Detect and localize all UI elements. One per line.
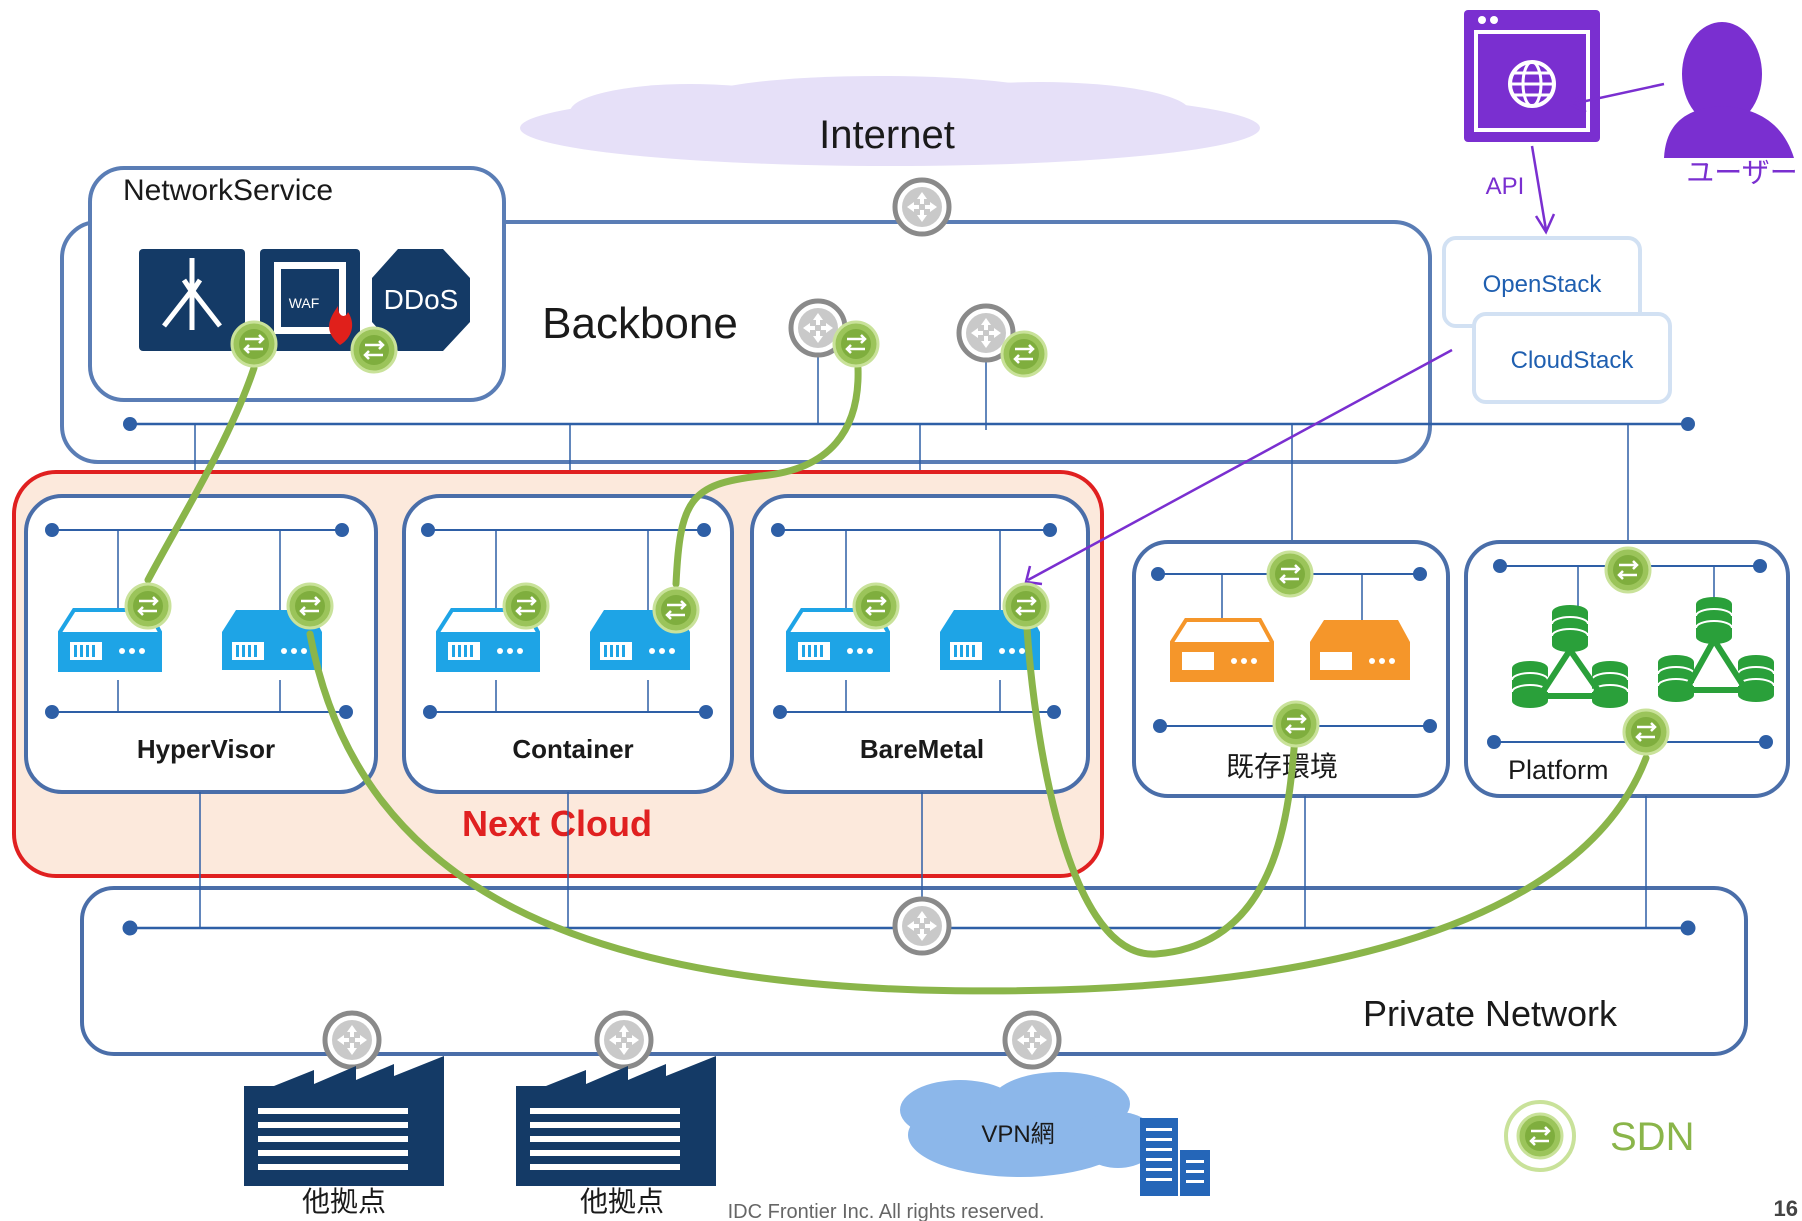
backbone-bus [123,338,1695,431]
sdn-connections [144,364,1650,995]
ddos-icon: DDoS [372,249,470,351]
office-building-icon [1140,1118,1210,1196]
legend: SDN [1504,1100,1694,1172]
site-a-label: 他拠点 [302,1186,386,1217]
sdn-icon [832,320,880,368]
backbone-label: Backbone [542,299,738,348]
private-router-icon [895,899,949,953]
site-router-icon [597,1013,651,1067]
load-balancer-icon [139,249,245,351]
existing-env-label: 既存環境 [1226,751,1338,782]
copyright: IDC Frontier Inc. All rights reserved. [728,1201,1045,1221]
sdn-icon [350,326,398,374]
zone-container-label: Container [512,734,633,764]
user-icon [1664,22,1794,158]
waf-icon: WAF [260,249,360,351]
cloudstack-box: CloudStack [1472,312,1672,404]
purple-arrows [1024,82,1665,586]
zone-hypervisor-label: HyperVisor [137,734,275,764]
sdn-icon [1604,546,1652,594]
vpn-cloud: VPN網 [900,1072,1158,1177]
site-b-label: 他拠点 [580,1186,664,1217]
cloudstack-label: CloudStack [1511,347,1635,374]
platform-label: Platform [1508,755,1609,785]
network-service-title: NetworkService [123,174,333,207]
site-router-icon [325,1013,379,1067]
ddos-label: DDoS [384,284,459,315]
page-number: 16 [1774,1196,1798,1221]
api-label: API [1486,173,1525,200]
sdn-icon [652,586,700,634]
private-network-box [80,886,1748,1056]
internet-cloud: Internet [520,76,1260,166]
sdn-icon [124,582,172,630]
sdn-legend-label: SDN [1610,1115,1694,1159]
private-network-label: Private Network [1363,993,1618,1034]
openstack-label: OpenStack [1483,271,1603,298]
sdn-icon [1272,700,1320,748]
sdn-icon [1622,708,1670,756]
internet-router-icon [895,180,949,234]
existing-server-icon [1170,618,1274,682]
sdn-icon [852,582,900,630]
internet-label: Internet [819,113,955,157]
sdn-icon [1000,330,1048,378]
zone-baremetal: BareMetal [750,494,1090,794]
zone-baremetal-label: BareMetal [860,734,984,764]
platform-database-icon [1657,596,1775,703]
site-building-icon [244,1056,444,1186]
platform-database-icon [1511,604,1629,709]
site-building-icon [516,1056,716,1186]
zone-drops [117,530,1001,712]
vpn-router-icon [1005,1013,1059,1067]
zone-hypervisor: HyperVisor [24,494,378,794]
sdn-icon [502,582,550,630]
zone-buses [45,523,1061,719]
sdn-icon [1002,582,1050,630]
vpn-label: VPN網 [981,1121,1054,1148]
sdn-icon [286,582,334,630]
svg-text:WAF: WAF [289,295,320,311]
user-label: ユーザー [1686,157,1797,188]
sdn-icon [230,320,278,368]
zone-container: Container [402,494,734,794]
existing-server-icon [1310,620,1410,680]
web-browser-icon [1464,10,1600,142]
next-cloud-label: Next Cloud [462,803,652,844]
openstack-box: OpenStack [1442,236,1642,328]
sdn-legend-icon [1516,1112,1564,1160]
sdn-icon [1266,550,1314,598]
